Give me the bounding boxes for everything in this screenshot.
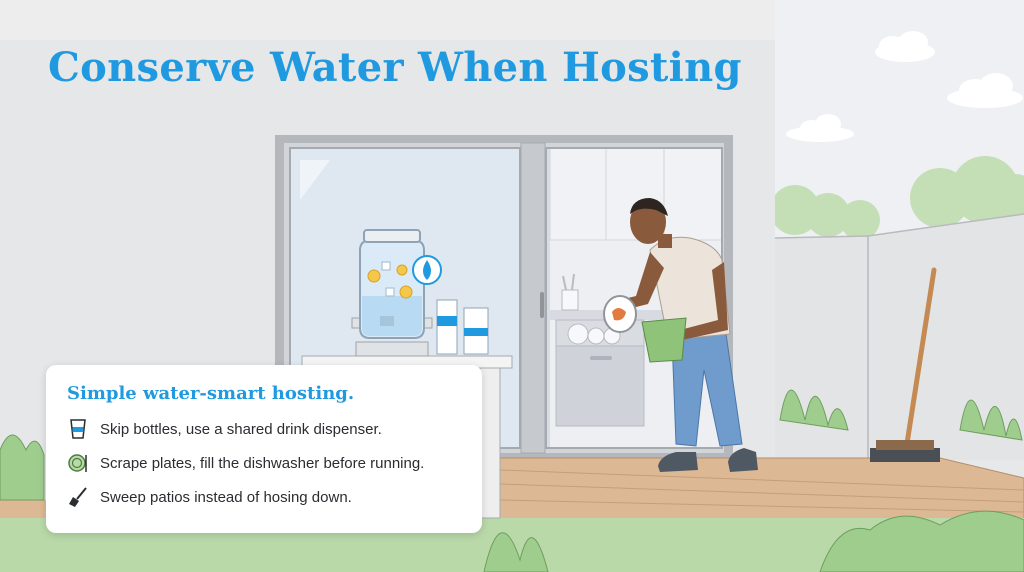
page-title: Conserve Water When Hosting: [48, 44, 742, 91]
table-leg: [479, 367, 501, 519]
tree-line: [770, 156, 1024, 240]
tip-item: Skip bottles, use a shared drink dispens…: [67, 417, 462, 441]
broom-icon: [67, 486, 89, 508]
tip-item: Scrape plates, fill the dishwasher befor…: [67, 451, 462, 475]
house-wall-shade: [0, 0, 775, 40]
cup-stacks: [436, 299, 489, 355]
tip-text: Scrape plates, fill the dishwasher befor…: [100, 454, 425, 472]
cup-icon: [67, 418, 89, 440]
dispenser-lid: [363, 229, 421, 243]
utensil-holder: [561, 289, 579, 311]
plate-fork-icon: [67, 452, 89, 474]
broom: [870, 267, 940, 462]
water-drop-icon: [423, 260, 431, 280]
tip-item: Sweep patios instead of hosing down.: [67, 485, 462, 509]
card-heading: Simple water-smart hosting.: [67, 383, 355, 404]
door-handle: [540, 292, 544, 318]
clouds: [786, 31, 1023, 142]
lemon-slices: [367, 264, 413, 299]
tip-text: Sweep patios instead of hosing down.: [100, 488, 352, 506]
fence: [775, 214, 1024, 470]
tips-card: Simple water-smart hosting. Skip bottles…: [46, 365, 482, 533]
person-scraping-plate: [603, 198, 758, 472]
fence-line: [774, 213, 1024, 470]
dishwasher-plates: [567, 323, 621, 345]
foliage: [0, 389, 1024, 572]
compost-bin: [641, 317, 687, 363]
tip-text: Skip bottles, use a shared drink dispens…: [100, 420, 382, 438]
